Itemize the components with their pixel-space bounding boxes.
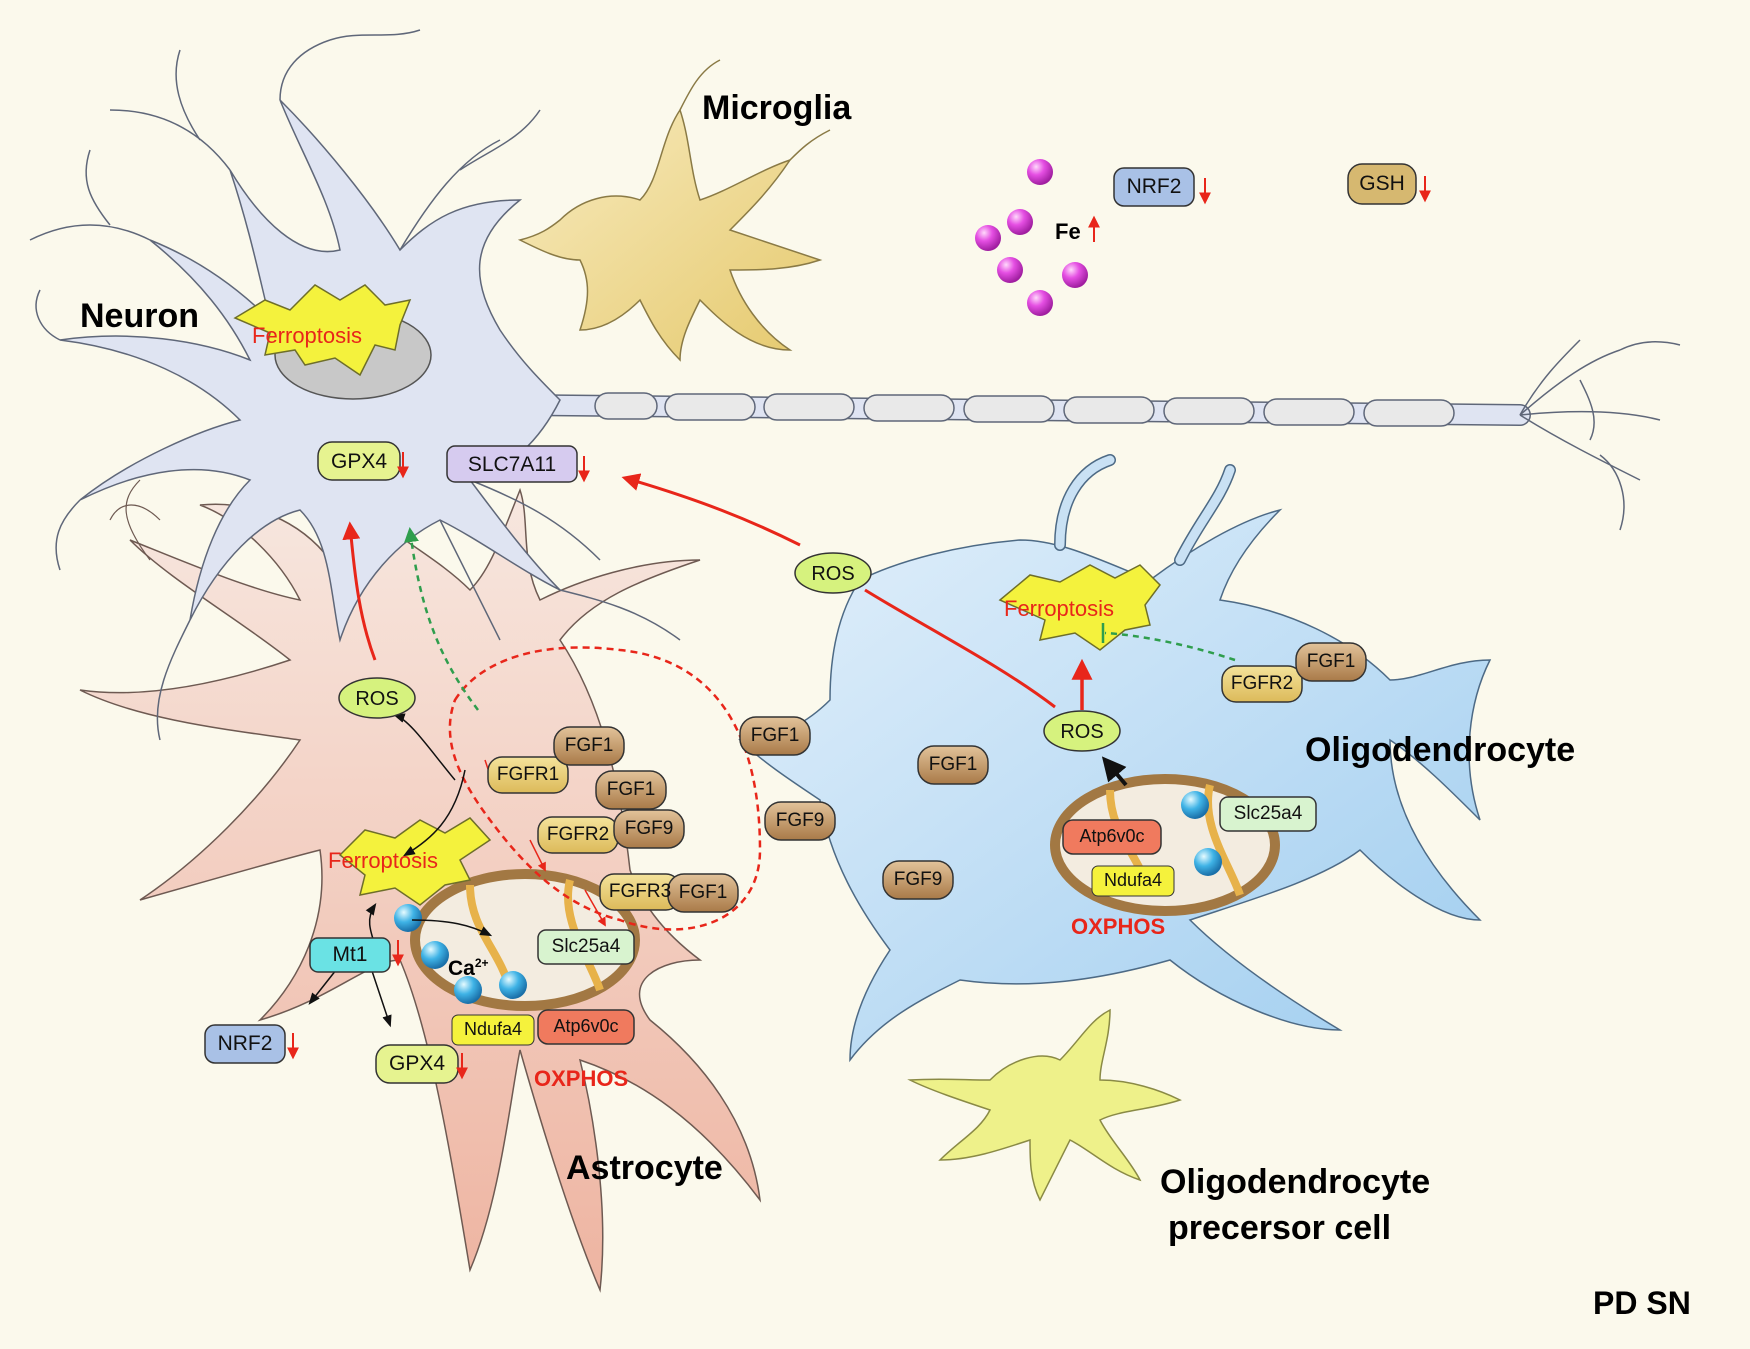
opc-label-line2: precersor cell (1168, 1209, 1392, 1247)
slc7a11-label: SLC7A11 (467, 453, 557, 476)
astrocyte-oxphos-label: OXPHOS (534, 1066, 629, 1091)
oligodendrocyte-label: Oligodendrocyte (1305, 731, 1576, 769)
fgfr3-label: FGFR3 (608, 881, 672, 902)
oligodendrocyte-ferroptosis-label: Ferroptosis (1004, 596, 1115, 621)
ndufa4-astrocyte-label: Ndufa4 (463, 1019, 523, 1039)
fgfr1-label: FGFR1 (496, 764, 560, 785)
myelinated-axon (509, 339, 1681, 531)
gsh-label: GSH (1359, 172, 1405, 195)
iron-particles (975, 159, 1088, 316)
fgf1-ligand-2: FGF1 (606, 779, 656, 800)
calcium-label: Ca2+ (448, 956, 489, 980)
astrocyte-ros-label: ROS (355, 688, 399, 710)
fgf-signaling-dashed-outline (448, 646, 762, 931)
slc25a4-astrocyte-label: Slc25a4 (551, 936, 621, 957)
change-arrows (287, 176, 1431, 1080)
neuron-ferroptosis-label: Ferroptosis (252, 323, 363, 348)
fgf1-ligand-6: FGF1 (1306, 651, 1356, 672)
fgf1-ligand-3: FGF1 (678, 882, 728, 903)
region-label: PD SN (1593, 1285, 1691, 1321)
nrf2-label-top: NRF2 (1126, 175, 1182, 198)
fgf9-ligand-1: FGF9 (624, 818, 674, 839)
fgf1-ligand-4: FGF1 (750, 725, 800, 746)
neuron-label: Neuron (80, 297, 199, 335)
fgfr2-astrocyte-label: FGFR2 (546, 824, 610, 845)
fgf9-ligand-3: FGF9 (893, 869, 943, 890)
calcium-particles (394, 791, 1222, 1004)
opc-label-line1: Oligodendrocyte (1160, 1163, 1431, 1201)
fe-label: Fe (1055, 219, 1081, 244)
slc25a4-oligodendrocyte-label: Slc25a4 (1233, 803, 1303, 824)
gpx4-neuron-label: GPX4 (330, 450, 388, 473)
oligodendrocyte-oxphos-label: OXPHOS (1071, 914, 1166, 939)
ferroptosis-stars (233, 284, 1161, 906)
fgf9-ligand-2: FGF9 (775, 810, 825, 831)
intercellular-ros-label: ROS (811, 563, 855, 585)
astrocyte-label: Astrocyte (566, 1149, 723, 1187)
astrocyte-ferroptosis-label: Ferroptosis (328, 848, 439, 873)
marker-shapes (204, 163, 1417, 1084)
oligodendrocyte-ros-label: ROS (1060, 721, 1104, 743)
nrf2-astrocyte-label: NRF2 (217, 1032, 273, 1055)
ndufa4-oligodendrocyte-label: Ndufa4 (1103, 870, 1163, 890)
fgfr2-oligodendrocyte-label: FGFR2 (1230, 673, 1294, 694)
atp6v0c-astrocyte-label: Atp6v0c (553, 1016, 619, 1036)
fgf1-ligand-1: FGF1 (564, 735, 614, 756)
opc-cell (907, 1008, 1182, 1202)
gpx4-astrocyte-label: GPX4 (388, 1052, 446, 1075)
microglia-cell (517, 59, 831, 362)
mt1-label: Mt1 (332, 943, 368, 966)
microglia-label: Microglia (702, 89, 852, 127)
fgf1-ligand-5: FGF1 (928, 754, 978, 775)
atp6v0c-oligodendrocyte-label: Atp6v0c (1079, 826, 1145, 846)
